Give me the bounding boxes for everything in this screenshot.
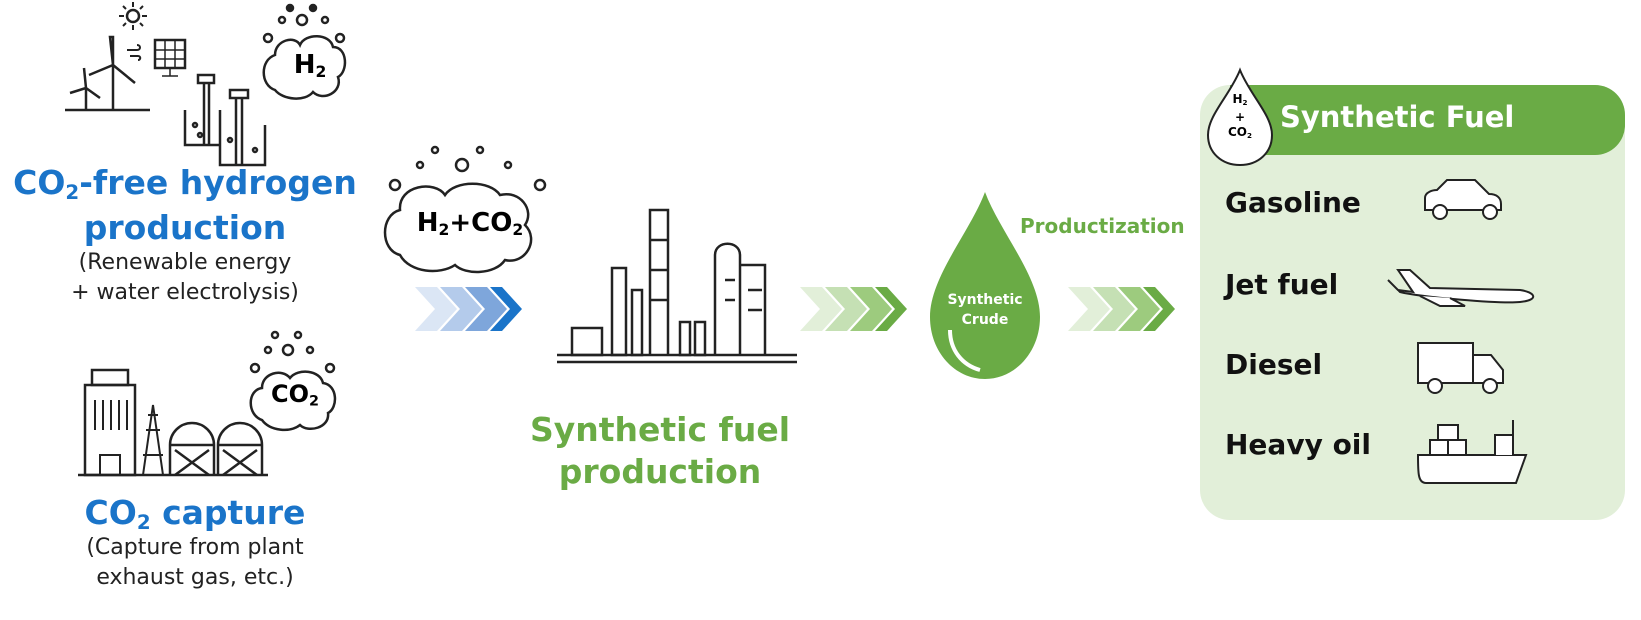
car-icon bbox=[1424, 179, 1502, 220]
mix-co-sub: 2 bbox=[512, 220, 524, 239]
h2-co2-drop-icon bbox=[1206, 67, 1274, 167]
h2-cloud-icon bbox=[262, 3, 347, 100]
fuel-item-jet-fuel: Jet fuel bbox=[1225, 268, 1339, 301]
panel-header-band bbox=[1230, 85, 1625, 155]
electrolysis-icon bbox=[183, 73, 267, 167]
production-line2: production bbox=[558, 452, 762, 491]
capture-title-rest: capture bbox=[150, 493, 306, 532]
co2-cloud-label: CO2 bbox=[255, 380, 335, 410]
mix-h: H bbox=[416, 208, 439, 238]
mix-plus-co: +CO bbox=[449, 208, 513, 238]
fuel-item-heavy-oil: Heavy oil bbox=[1225, 428, 1372, 461]
hydrogen-title-co: CO bbox=[13, 163, 66, 202]
refinery-plant-icon bbox=[557, 208, 797, 364]
drop-co: CO2 bbox=[1218, 125, 1262, 143]
airplane-icon bbox=[1387, 269, 1535, 307]
co2-cloud-icon bbox=[249, 330, 337, 432]
hydrogen-desc-line1: (Renewable energy bbox=[78, 250, 292, 275]
hydrogen-title-rest: -free hydrogen bbox=[79, 163, 357, 202]
arrow-chevrons-green bbox=[800, 287, 907, 331]
ship-icon bbox=[1416, 420, 1528, 484]
production-line1: Synthetic fuel bbox=[529, 410, 791, 449]
crude-line1: Synthetic bbox=[947, 292, 1023, 308]
arrow-chevrons-blue bbox=[415, 287, 522, 331]
hydrogen-desc-line2: + water electrolysis) bbox=[71, 280, 299, 305]
h2-co2-cloud-label: H2+CO2 bbox=[395, 208, 545, 239]
truck-icon bbox=[1417, 342, 1504, 394]
solar-panel-icon bbox=[153, 38, 187, 77]
hydrogen-title-line2: production bbox=[83, 208, 287, 247]
panel-title: Synthetic Fuel bbox=[1280, 100, 1515, 134]
drop-plus: + bbox=[1234, 109, 1246, 124]
drop-h-text: H bbox=[1232, 92, 1243, 106]
h2-sub: 2 bbox=[315, 62, 327, 81]
drop-h-sub: 2 bbox=[1242, 97, 1248, 107]
synthetic-crude-drop bbox=[930, 192, 1040, 379]
productization-label: Productization bbox=[1020, 214, 1185, 238]
capture-desc-line2: exhaust gas, etc.) bbox=[96, 565, 294, 590]
arrow-chevrons-green-2 bbox=[1068, 287, 1175, 331]
capture-title-co: CO bbox=[84, 493, 137, 532]
h2-label: H bbox=[293, 50, 316, 80]
co2-capture-plant-icon bbox=[78, 368, 268, 477]
hydrogen-title: CO2-free hydrogen bbox=[0, 163, 370, 204]
drop-co-text: CO bbox=[1227, 124, 1247, 139]
fuel-item-diesel: Diesel bbox=[1225, 348, 1323, 381]
capture-title-sub: 2 bbox=[136, 510, 151, 534]
drop-co-sub: 2 bbox=[1247, 130, 1253, 140]
drop-label: H2 + CO2 bbox=[1218, 92, 1262, 143]
mix-h-sub: 2 bbox=[438, 220, 450, 239]
fuel-item-gasoline: Gasoline bbox=[1225, 186, 1361, 219]
co2-label: CO bbox=[270, 380, 309, 408]
h2-co2-cloud-icon bbox=[383, 145, 547, 274]
wind-turbine-icon bbox=[65, 35, 150, 112]
synthetic-fuel-panel bbox=[1200, 85, 1625, 520]
drop-h: H2 bbox=[1218, 92, 1262, 110]
h2-cloud-label: H2 bbox=[285, 50, 335, 81]
capture-desc-line1: (Capture from plant bbox=[86, 535, 304, 560]
crude-line2: Crude bbox=[961, 312, 1009, 328]
capture-title: CO2 capture bbox=[20, 493, 370, 534]
co2-sub: 2 bbox=[309, 393, 320, 410]
sun-icon bbox=[119, 2, 147, 30]
hydrogen-title-sub: 2 bbox=[65, 180, 80, 204]
